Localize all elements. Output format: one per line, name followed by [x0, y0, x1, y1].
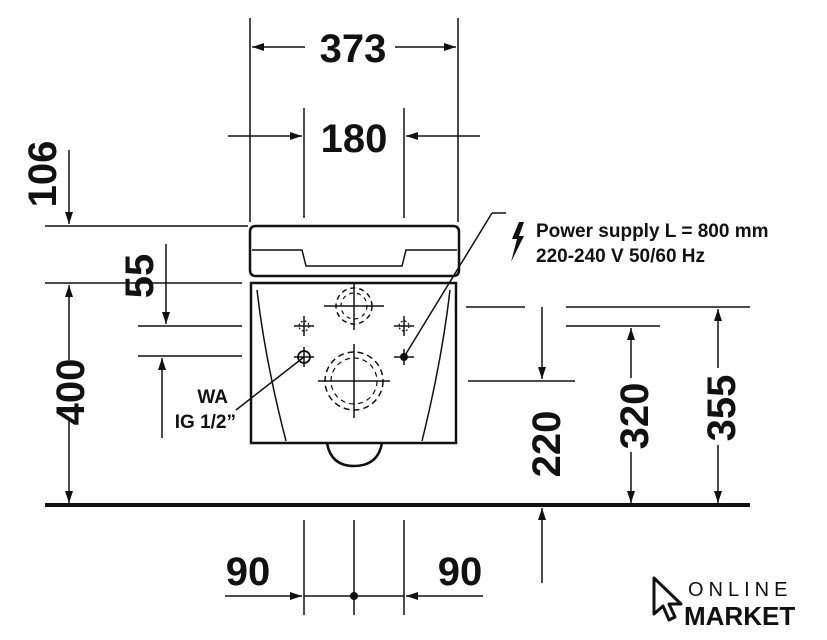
bowl-outline	[249, 281, 458, 445]
dimension-height-320: 320	[613, 383, 657, 450]
power-supply-note-line1: Power supply L = 800 mm	[536, 221, 769, 242]
bowl-side-right	[421, 289, 451, 442]
fixing-point-left	[294, 316, 314, 336]
extension-lines	[45, 18, 750, 615]
power-leader-line	[403, 212, 493, 358]
seat-lid	[248, 224, 461, 278]
bowl-side-left	[256, 289, 287, 442]
dimension-height-220: 220	[525, 411, 569, 478]
dimension-right-90: 90	[438, 550, 483, 594]
water-leader-line	[235, 356, 305, 411]
bowl-base-curve	[325, 442, 384, 468]
lightning-icon	[511, 222, 524, 262]
dimension-arrows	[65, 43, 722, 600]
dimension-seat-width: 180	[321, 117, 388, 161]
online-market-logo: ONLINE MARKET	[652, 576, 795, 631]
cursor-icon	[652, 576, 683, 622]
fixing-point-right	[394, 316, 414, 336]
water-connection-note-line1: WA	[197, 387, 228, 408]
dimension-height-355: 355	[700, 375, 744, 442]
dimension-inner-offset: 55	[118, 254, 162, 299]
dimension-top-offset: 106	[21, 141, 65, 208]
dimension-overall-width: 373	[320, 27, 387, 71]
logo-line1: ONLINE	[688, 579, 792, 601]
water-connection-note-line2: IG 1/2”	[175, 412, 236, 433]
dimension-height-400: 400	[49, 359, 93, 426]
logo-line2: MARKET	[684, 601, 795, 631]
toilet-drawing	[248, 224, 461, 468]
dimension-left-90: 90	[226, 550, 271, 594]
seat-lid-lip	[252, 249, 457, 267]
power-supply-note-line2: 220-240 V 50/60 Hz	[536, 246, 705, 267]
